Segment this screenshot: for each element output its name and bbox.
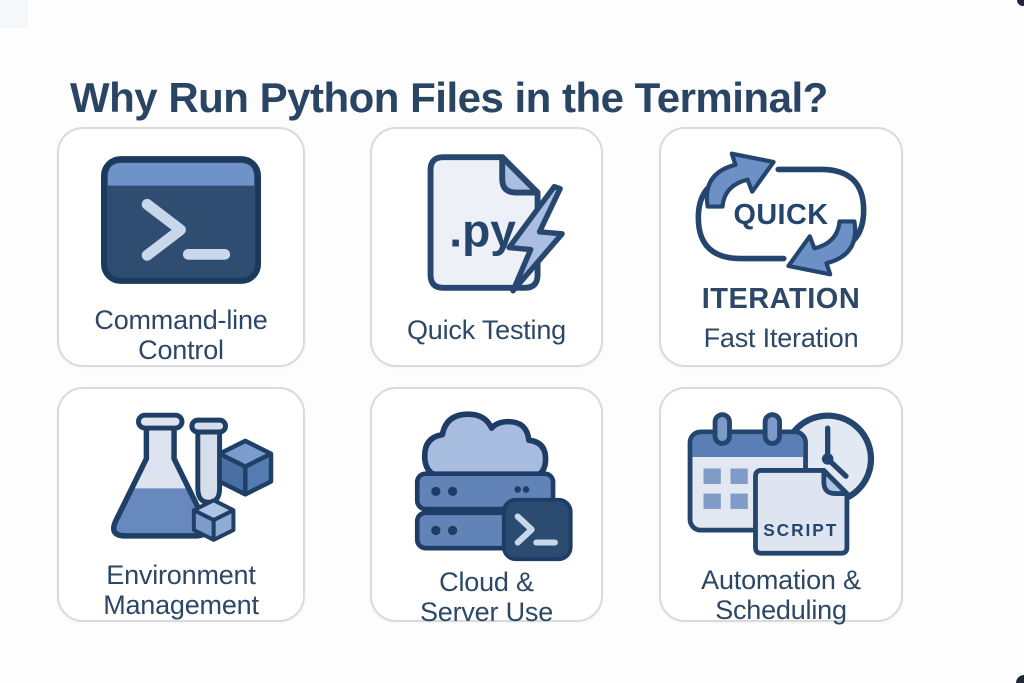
terminal-titlebar bbox=[107, 163, 255, 186]
card-label-line1: Fast Iteration bbox=[703, 323, 859, 353]
card-command-line-control: Command-line Control bbox=[57, 127, 305, 367]
card-automation-scheduling: SCRIPT Automation & Scheduling bbox=[659, 387, 903, 625]
flask-cubes-icon bbox=[87, 407, 275, 554]
iteration-caption: ITERATION bbox=[701, 283, 861, 315]
cloud-icon bbox=[421, 411, 548, 481]
card-cloud-server-use: Cloud & Server Use bbox=[370, 387, 603, 627]
card-label-line1: Command-line bbox=[94, 304, 268, 335]
screen-corner-artifact bbox=[1017, 0, 1024, 6]
file-extension-label: .py bbox=[449, 205, 516, 257]
card-label-line2: Server Use bbox=[419, 597, 554, 628]
arrow-down-left-icon bbox=[786, 219, 858, 277]
card-label-line1: Quick Testing bbox=[407, 315, 566, 345]
script-document-icon: SCRIPT bbox=[753, 468, 850, 556]
file-fold-corner bbox=[498, 154, 541, 196]
cycle-arrows-icon-svg: QUICK bbox=[695, 151, 867, 277]
lightning-bolt-icon bbox=[505, 183, 565, 294]
card-label: Quick Testing bbox=[407, 315, 566, 345]
card-environment-management: Environment Management bbox=[57, 387, 305, 622]
card-label: Fast Iteration bbox=[704, 323, 859, 353]
card-label: Command-line Control bbox=[94, 305, 267, 365]
cycle-icon-caption: QUICK bbox=[733, 199, 828, 231]
flask-icon bbox=[110, 412, 210, 539]
arrow-up-right-icon bbox=[704, 151, 776, 209]
card-label-line1: Environment bbox=[106, 559, 256, 590]
card-label: Environment Management bbox=[103, 560, 259, 620]
terminal-badge-icon bbox=[501, 497, 573, 562]
cycle-arrows-icon: QUICK bbox=[683, 149, 879, 279]
card-label-line2: Control bbox=[138, 334, 224, 365]
python-file-bolt-icon-svg: .py bbox=[427, 154, 565, 294]
terminal-icon bbox=[100, 155, 262, 297]
test-tube-icon bbox=[189, 417, 228, 505]
calendar-clock-script-icon: SCRIPT bbox=[682, 405, 880, 559]
card-fast-iteration: QUICK ITERATION Fast Iteration bbox=[659, 127, 903, 367]
cloud-server-icon bbox=[398, 403, 576, 563]
page-title: Why Run Python Files in the Terminal? bbox=[70, 74, 828, 122]
cloud-server-icon-svg bbox=[414, 411, 573, 562]
prompt-icon bbox=[141, 198, 231, 261]
terminal-icon-svg bbox=[100, 156, 262, 284]
script-doc-label: SCRIPT bbox=[763, 520, 838, 540]
card-label-line2: Scheduling bbox=[715, 595, 847, 626]
flask-liquid bbox=[113, 488, 207, 536]
cube-large-icon bbox=[217, 438, 274, 497]
card-label-line1: Automation & bbox=[701, 565, 861, 595]
card-quick-testing: .py Quick Testing bbox=[370, 127, 603, 367]
card-label: Cloud & Server Use bbox=[420, 567, 553, 627]
screen-corner-artifact bbox=[0, 0, 28, 28]
python-file-bolt-icon: .py bbox=[406, 149, 568, 305]
screen-corner-artifact bbox=[1016, 675, 1024, 683]
cube-small-icon bbox=[191, 498, 236, 542]
calendar-clock-script-icon-svg: SCRIPT bbox=[687, 412, 875, 556]
flask-cubes-icon-svg bbox=[110, 412, 274, 542]
card-label: Automation & Scheduling bbox=[701, 565, 861, 625]
card-label-line1: Cloud & bbox=[439, 567, 534, 597]
card-label-line2: Management bbox=[103, 589, 259, 620]
